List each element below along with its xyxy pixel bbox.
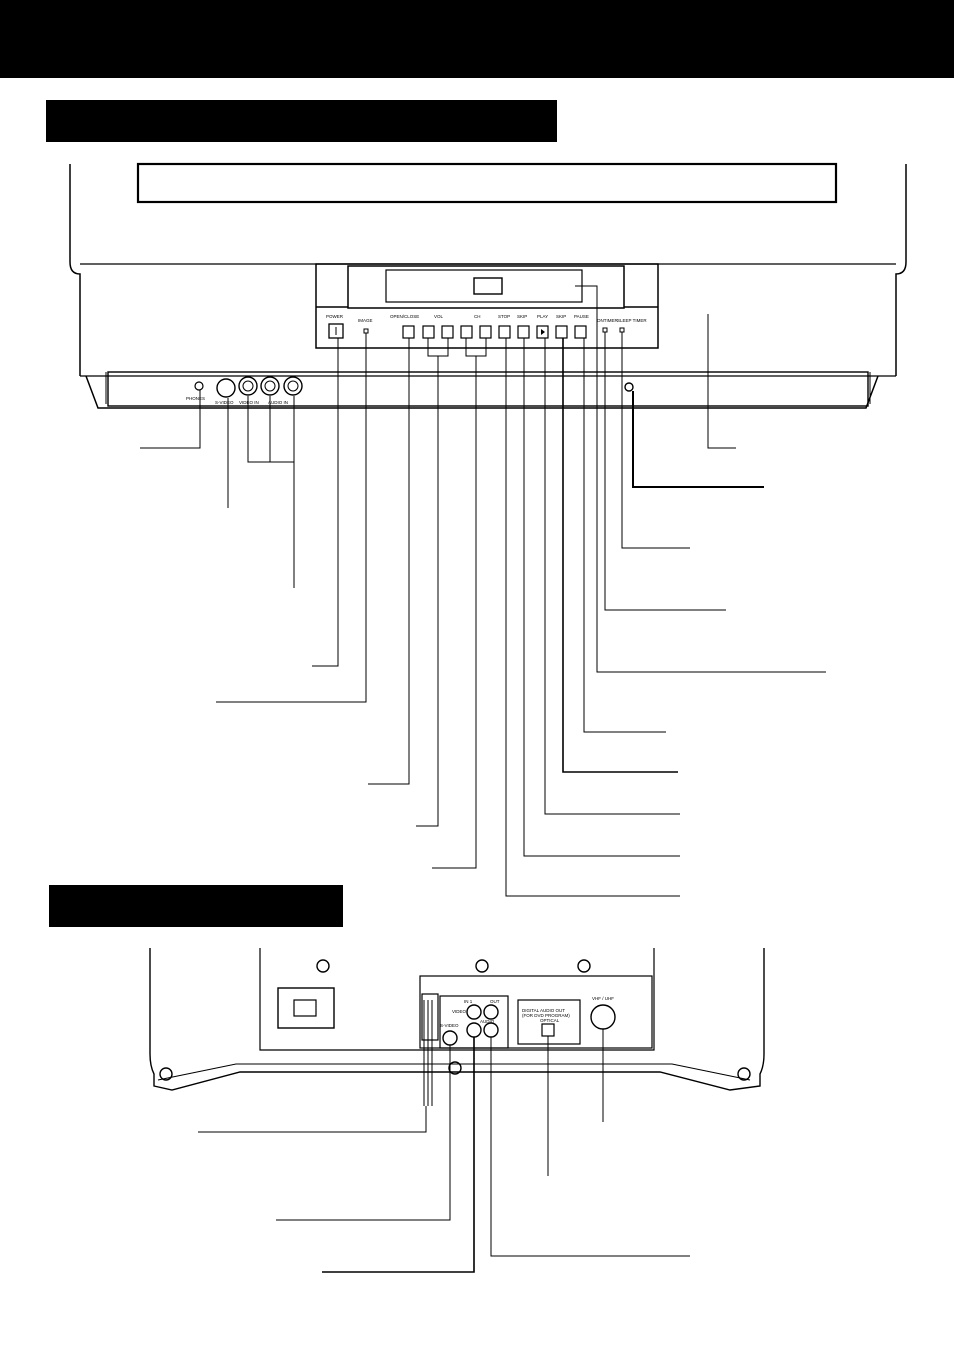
audio-in-label: AUDIO IN bbox=[268, 400, 288, 405]
open-close-button[interactable] bbox=[402, 325, 415, 339]
audio-in-left-jack[interactable] bbox=[260, 376, 280, 396]
rear-leader-lines bbox=[198, 1029, 690, 1273]
out-label: OUT bbox=[490, 999, 500, 1004]
ontimer-indicator bbox=[602, 327, 608, 333]
ch-label: CH bbox=[474, 314, 481, 319]
sleeptimer-label: SLEEP TIMER bbox=[617, 318, 647, 323]
play-label: PLAY bbox=[537, 314, 548, 319]
rear-audio-label: AUDIO bbox=[480, 1019, 495, 1024]
ch-up-button[interactable] bbox=[479, 325, 492, 339]
play-icon bbox=[541, 329, 545, 335]
svideo-label: S-VIDEO bbox=[215, 400, 234, 405]
power-button[interactable] bbox=[328, 323, 344, 339]
svideo-jack[interactable] bbox=[216, 378, 236, 398]
phones-jack[interactable] bbox=[194, 381, 204, 391]
open-close-label: OPEN/CLOSE bbox=[390, 314, 419, 319]
header-band bbox=[0, 0, 954, 78]
ch-down-button[interactable] bbox=[460, 325, 473, 339]
ontimer-label: ONTIMER bbox=[597, 318, 618, 323]
vol-up-button[interactable] bbox=[441, 325, 454, 339]
pause-button[interactable] bbox=[574, 325, 587, 339]
optical-port[interactable] bbox=[541, 1023, 555, 1037]
video-in-label: VIDEO IN bbox=[239, 400, 259, 405]
play-button[interactable] bbox=[536, 325, 549, 339]
power-label: POWER bbox=[326, 314, 344, 319]
stop-button[interactable] bbox=[498, 325, 511, 339]
optical-label: OPTICAL bbox=[540, 1018, 560, 1023]
vol-label: VOL bbox=[434, 314, 444, 319]
vhf-uhf-label: VHF / UHF bbox=[592, 996, 614, 1001]
skip-forward-button[interactable] bbox=[555, 325, 568, 339]
image-indicator bbox=[363, 328, 369, 334]
in1-label: IN 1 bbox=[464, 999, 473, 1004]
audio-in-right-jack[interactable] bbox=[283, 376, 303, 396]
stop-label: STOP bbox=[498, 314, 510, 319]
pause-label: PAUSE bbox=[574, 314, 589, 319]
image-label: IMAGE bbox=[358, 318, 373, 323]
sleeptimer-indicator bbox=[619, 327, 625, 333]
rear-view-title-bar bbox=[49, 885, 343, 927]
skip-fwd-label: SKIP bbox=[556, 314, 566, 319]
front-leader-lines bbox=[140, 285, 826, 897]
phones-label: PHONES bbox=[186, 396, 205, 401]
vol-down-button[interactable] bbox=[422, 325, 435, 339]
video-in-jack[interactable] bbox=[238, 376, 258, 396]
skip-back-button[interactable] bbox=[517, 325, 530, 339]
rear-video-label: VIDEO bbox=[452, 1009, 467, 1014]
front-view-title-bar bbox=[46, 100, 557, 142]
for-dvd-label: (FOR DVD PROGRAM) bbox=[522, 1013, 570, 1018]
tv-rear-view bbox=[149, 948, 765, 1106]
rear-svideo-label: S-VIDEO bbox=[440, 1023, 459, 1028]
skip-back-label: SKIP bbox=[517, 314, 527, 319]
remote-sensor bbox=[624, 382, 634, 392]
tv-front-view bbox=[69, 162, 907, 409]
vhf-uhf-terminal[interactable] bbox=[590, 1004, 616, 1030]
digital-audio-out-label: DIGITAL AUDIO OUT bbox=[522, 1008, 565, 1013]
